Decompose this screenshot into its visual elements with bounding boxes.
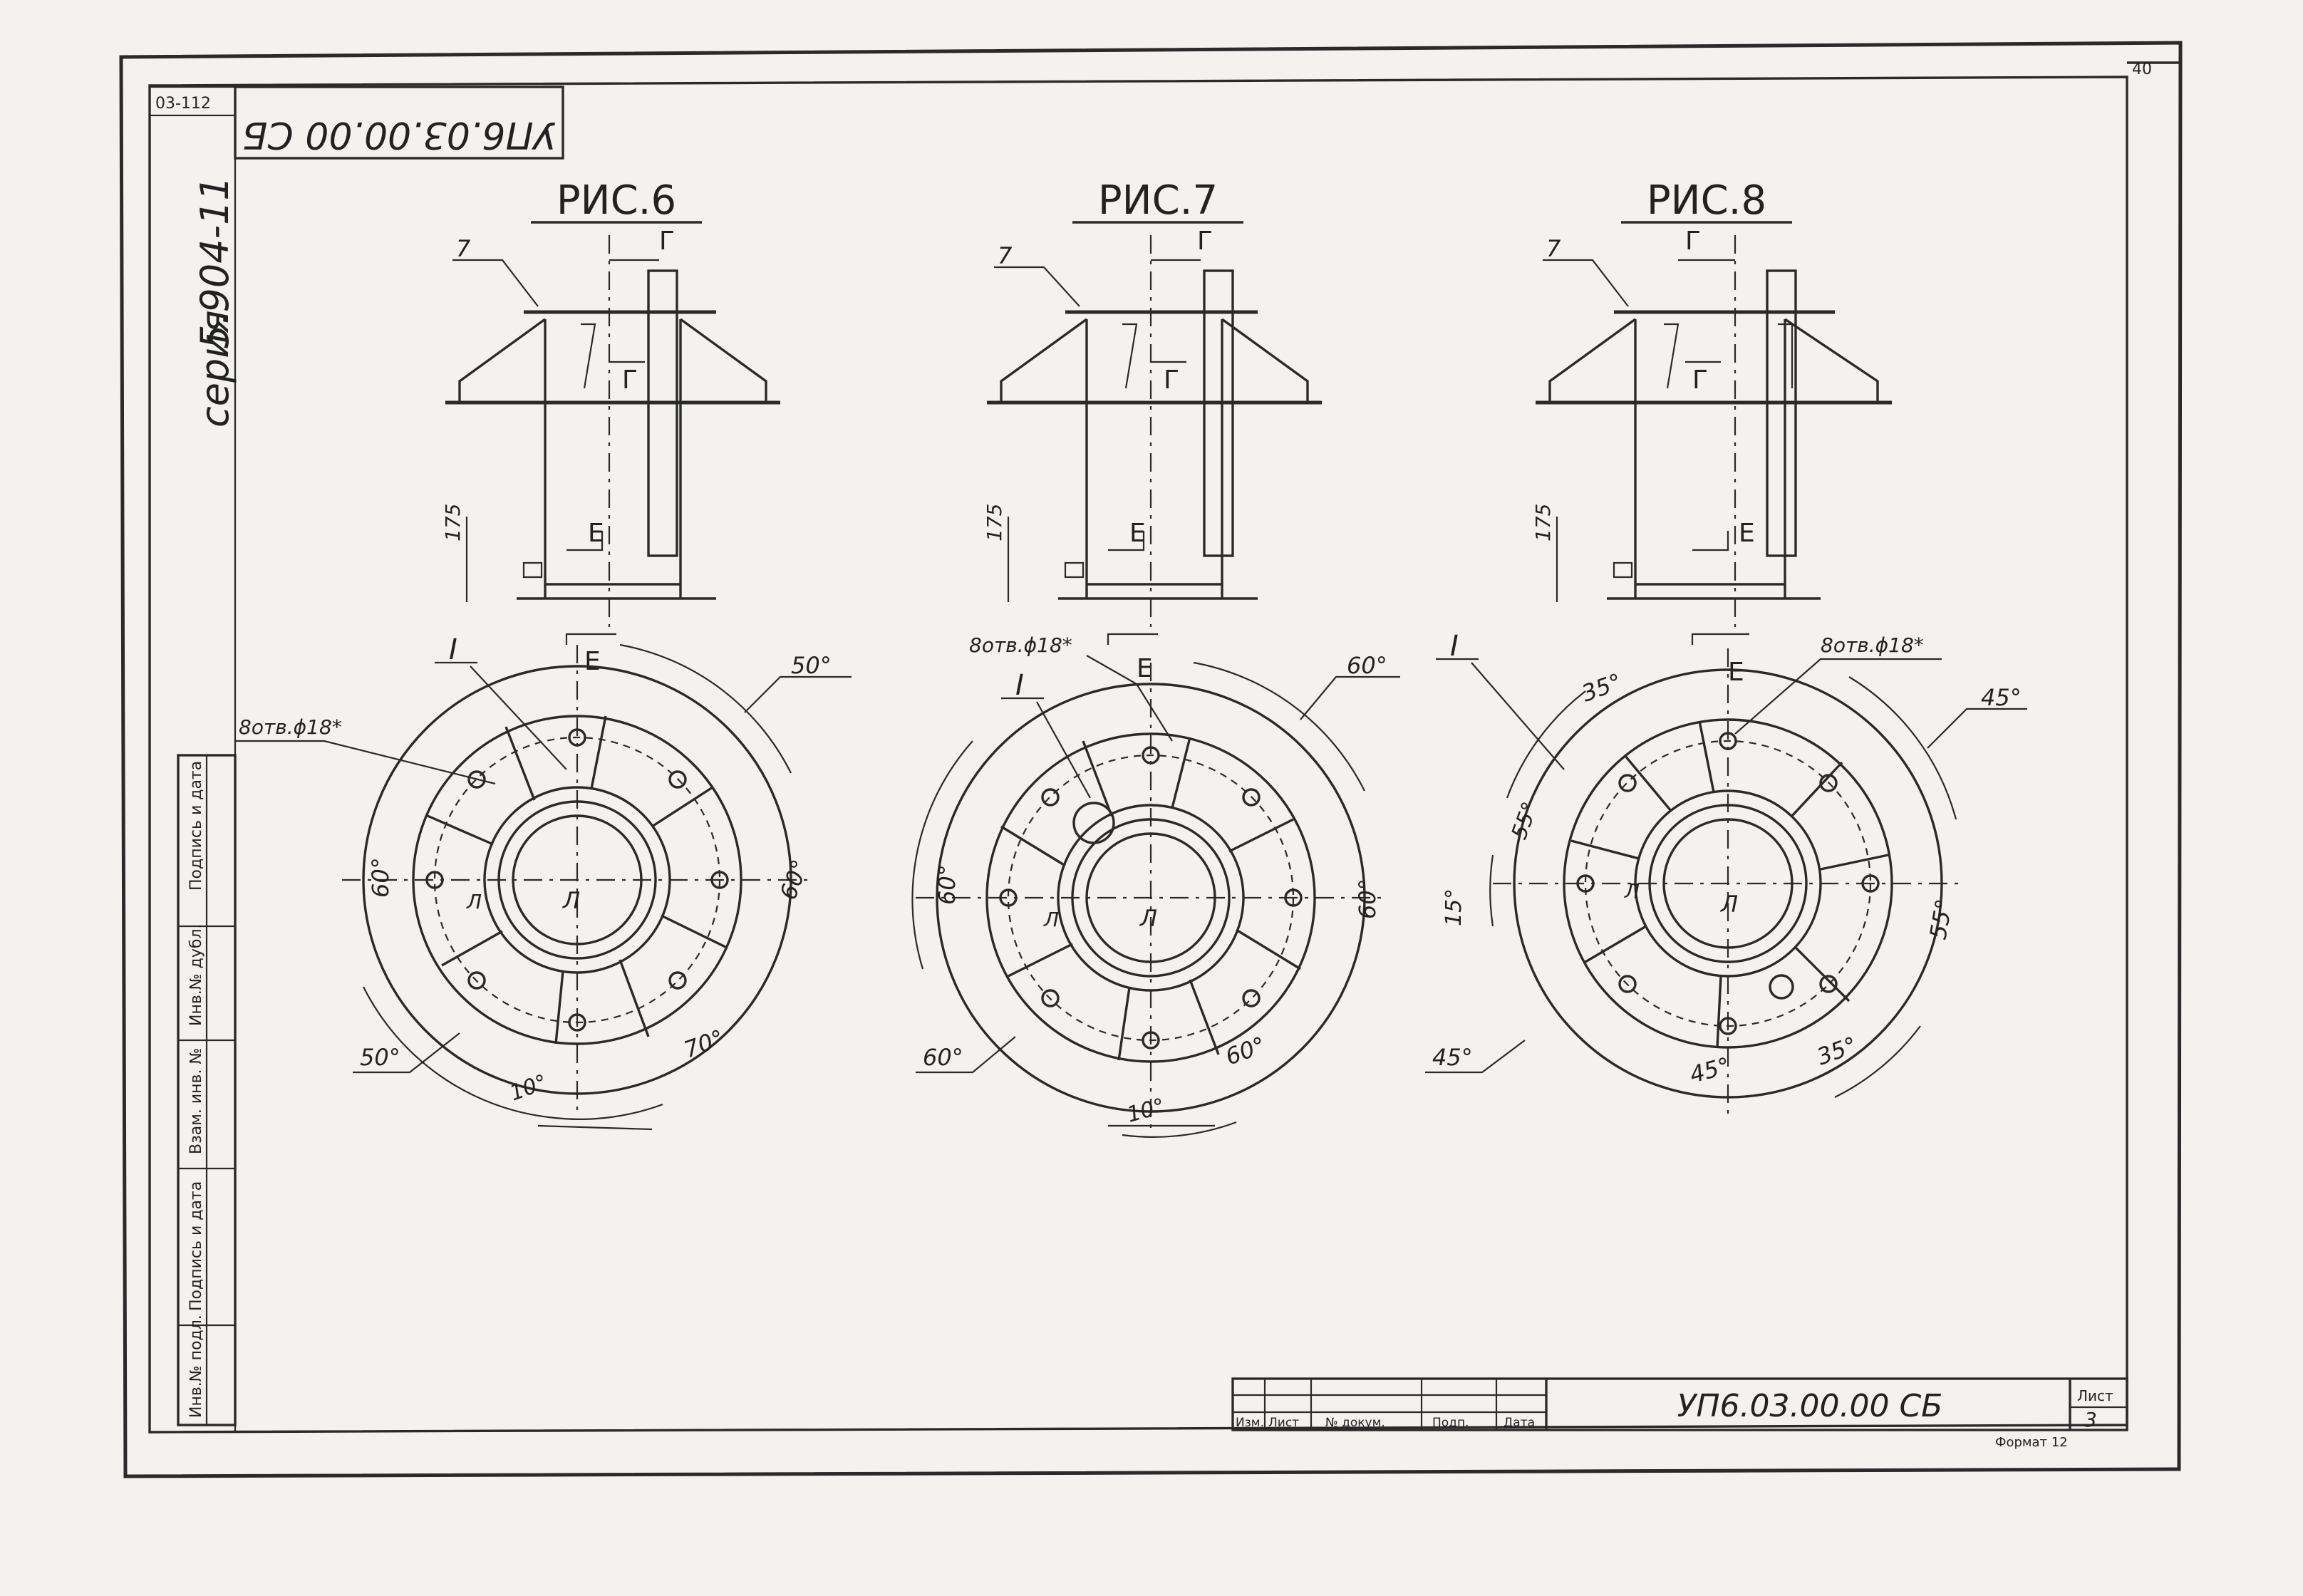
figure-6: РИС.6 175 7 Г Г [235,177,852,1131]
fig7-angle-left: 60° [933,864,961,905]
fig6-section-e-mid: Е [588,519,604,548]
fig8-section-l-left: Л [1624,879,1640,903]
fig6-dim-175: 175 [441,504,465,542]
fig7-angle-bottom-left: 60° [923,1044,963,1071]
fig6-view-label: I [449,633,457,666]
fig8-section-e-bot: Е [1728,658,1744,687]
tb-col-doc: № докум. [1325,1416,1385,1430]
tb-designation: УП6.03.00.00 СБ [1677,1388,1943,1424]
sheet-corner-number: 40 [2132,61,2152,78]
fig7-elevation: 175 7 Г Г Е Е [983,227,1322,683]
fig8-title: РИС.8 [1647,177,1766,224]
fig6-section-g-mid: Г [622,366,638,395]
tb-col-izm: Изм. [1236,1416,1264,1430]
side-cell-inv-podl: Инв.№ подл. [187,1315,205,1418]
tb-sheet-number: 3 [2084,1408,2097,1431]
series-number: 5.904-11 [192,176,237,349]
fig7-holes-label: 8отв.ϕ18* [969,633,1072,657]
fig6-section-l-center: Л [562,887,580,914]
fig8-dim-175: 175 [1531,504,1555,542]
fig8-elevation: 175 7 Г Г Е Е [1531,227,1892,687]
fig8-angle-top-right: 45° [1981,684,2022,711]
fig6-angle-bottom-left: 50° [360,1044,400,1071]
side-cell-inv-dubl: Инв.№ дубл. [187,923,205,1026]
fig7-angle-right: 60° [1354,879,1381,919]
tb-col-sign: Подп. [1432,1416,1469,1430]
side-cell-sign-date-2: Подпись и дата [187,1181,205,1311]
fig6-plan: Л Л [342,643,812,1120]
title-block: Изм. Лист № докум. Подп. Дата УП6.03.00.… [1231,1377,2128,1450]
fig7-section-g-mid: Г [1164,366,1179,395]
fig6-angle-top-right: 50° [791,652,832,679]
figure-7: РИС.7 175 7 Г Г Е Е [911,177,1400,1138]
fig7-plan: Л Л [911,661,1386,1138]
series-label: серия [192,310,237,428]
fig8-angle-bottom-left: 45° [1432,1044,1473,1071]
fig7-section-g-top: Г [1197,227,1213,256]
fig6-title: РИС.6 [557,177,676,224]
fig6-section-l-left: Л [466,890,482,913]
fig7-view-label: I [1015,669,1024,702]
fig6-elevation: 175 7 Г Г Е Е [441,227,780,676]
fig7-section-e-bot: Е [1137,654,1153,683]
small-top-code: 03-112 [155,95,211,113]
fig7-angle-top-right: 60° [1347,652,1387,679]
fig8-view-label: I [1450,630,1459,663]
fig7-title: РИС.7 [1098,177,1218,224]
fig7-section-l-center: Л [1139,905,1157,932]
tb-format-label: Формат 12 [1995,1435,2068,1450]
side-cell-sign-date-1: Подпись и дата [187,761,205,891]
fig7-part-label: 7 [998,242,1013,269]
fig8-section-g-mid: Г [1692,366,1708,395]
fig8-section-l-center: Л [1720,891,1738,918]
fig7-section-e-mid: Е [1129,519,1146,548]
fig8-holes-label: 8отв.ϕ18* [1821,633,1924,657]
fig8-section-e-mid: Е [1739,519,1755,548]
fig8-angle-left: 15° [1442,888,1466,926]
side-table: Подпись и дата Инв.№ дубл. Взам. инв. № … [177,754,237,1426]
tb-col-list: Лист [1268,1416,1299,1430]
side-cell-vzam-inv: Взам. инв. № [187,1048,205,1154]
stamp-code-rotated: УП6.03.00.00 СБ [242,113,556,156]
fig6-part-label: 7 [456,235,471,262]
fig8-plan: Л Л [1489,648,1963,1119]
series-block: серия 5.904-11 [192,176,237,428]
fig6-angle-left: 60° [367,857,394,898]
tb-sheet-label: Лист [2077,1387,2113,1404]
top-stamp: 03-112 УП6.03.00.00 СБ [148,86,564,160]
fig7-section-l-left: Л [1043,908,1059,931]
fig7-dim-175: 175 [983,504,1006,542]
tb-col-date: Дата [1504,1416,1535,1430]
fig8-section-g-top: Г [1685,227,1701,256]
fig6-section-g-top: Г [659,227,675,256]
fig8-part-label: 7 [1546,235,1561,262]
fig6-section-e-bot: Е [584,647,601,676]
fig6-holes-label: 8отв.ϕ18* [239,715,342,739]
